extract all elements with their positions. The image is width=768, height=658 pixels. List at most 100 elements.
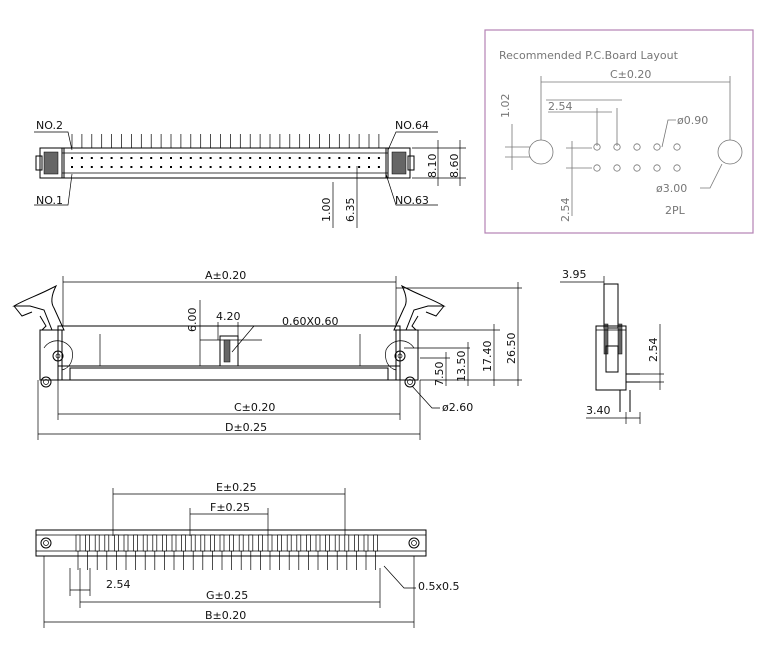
top-left-latch [35, 147, 65, 179]
top-contact [219, 157, 222, 159]
dim-8-10: 8.10 [426, 154, 439, 179]
side-view: 3.95 2.54 3.40 [560, 268, 664, 424]
bottom-pin-pad [363, 534, 369, 552]
dim-1-00: 1.00 [320, 198, 333, 223]
pcb-layout-view: Recommended P.C.Board Layout C±0.20 2.54… [484, 29, 754, 234]
top-contact [308, 166, 311, 168]
bottom-pin-pad [306, 534, 311, 552]
top-contact [120, 166, 123, 168]
side-latch [603, 283, 619, 329]
pcb-dim-2-54-side: 2.54 [559, 198, 572, 223]
pcb-hole [613, 164, 621, 172]
dim-0-60: 0.60X0.60 [282, 315, 339, 328]
top-contact [269, 157, 271, 159]
left-ejector-pivot [52, 350, 64, 362]
dim-3-40: 3.40 [586, 404, 611, 417]
bottom-pin-pad [344, 534, 350, 552]
pcb-mount-hole-right [717, 139, 743, 165]
dim-7-50: 7.50 [433, 362, 446, 387]
top-contact [189, 166, 192, 168]
bottom-view: E±0.25 F±0.25 2.54 G±0.25 B±0.20 0.5x0.5 [35, 481, 460, 628]
top-contact [239, 166, 242, 168]
top-contact [368, 166, 370, 168]
dim-a: A±0.20 [205, 269, 246, 282]
pcb-layout-title: Recommended P.C.Board Layout [499, 49, 679, 62]
top-pin-row [71, 134, 380, 148]
top-contact [298, 157, 301, 159]
bottom-pin-pad [325, 534, 330, 552]
top-contact [179, 157, 182, 159]
right-mount-hole [404, 376, 416, 388]
top-contact [209, 157, 212, 159]
top-contact [170, 157, 172, 159]
top-contact [269, 166, 271, 168]
top-contact [229, 157, 232, 159]
top-contact [249, 166, 252, 168]
pcb-hole [613, 143, 621, 151]
bottom-pin-row [75, 534, 378, 570]
bottom-pin-pad [162, 534, 167, 552]
top-contact [179, 166, 182, 168]
top-contact [278, 157, 281, 159]
dim-d: D±0.25 [225, 421, 267, 434]
top-contact [71, 157, 73, 159]
top-contact [90, 166, 93, 168]
top-contact [328, 166, 331, 168]
top-contact [110, 157, 113, 159]
top-contact [110, 166, 113, 168]
bottom-pin-pad [229, 534, 234, 552]
pcb-hole [673, 143, 681, 151]
bottom-pin-pad [133, 534, 138, 552]
pcb-dim-2-54-top: 2.54 [548, 100, 573, 113]
pcb-hole [593, 164, 601, 172]
top-contact [150, 157, 153, 159]
top-contact [140, 166, 143, 168]
top-contact [348, 166, 351, 168]
bottom-pin-pad [104, 534, 110, 552]
top-contact [90, 157, 93, 159]
label-no1: NO.1 [36, 194, 63, 207]
left-ejector-latch [12, 284, 73, 388]
dim-2-60: ø2.60 [442, 401, 473, 414]
top-contact [209, 166, 212, 168]
top-contact [298, 166, 301, 168]
bottom-pin-pad [267, 534, 273, 552]
bottom-pin-pad [315, 534, 321, 552]
pcb-hole [653, 143, 661, 151]
pcb-hole [593, 143, 601, 151]
bottom-pin-pad [142, 534, 148, 552]
top-view: NO.2 NO.1 NO.64 NO.63 8.10 8.60 1.00 6.3… [34, 119, 466, 228]
label-no63: NO.63 [395, 194, 429, 207]
top-contact [239, 157, 242, 159]
dim-6-35: 6.35 [344, 198, 357, 223]
top-contact [80, 166, 83, 168]
bottom-pin-pad [152, 534, 158, 552]
top-contact [189, 157, 192, 159]
bottom-pin-pad [85, 534, 90, 552]
pcb-dim-hole: ø0.90 [677, 114, 708, 127]
top-body [61, 147, 389, 179]
dim-2-54-bottom: 2.54 [106, 578, 131, 591]
top-contact [358, 157, 361, 159]
top-contact [288, 157, 291, 159]
right-ejector-pivot [394, 350, 406, 362]
top-contact [249, 157, 252, 159]
bottom-pin-pad [200, 534, 206, 552]
bottom-pin-pad [258, 534, 263, 552]
top-contact [80, 157, 83, 159]
top-contact [120, 157, 123, 159]
top-contact [219, 166, 222, 168]
pcb-hole [653, 164, 661, 172]
top-contact [160, 166, 163, 168]
top-contact [100, 166, 103, 168]
bottom-pin-pad [114, 534, 119, 552]
pcb-dim-1-02: 1.02 [499, 94, 512, 119]
pcb-dim-2pl: 2PL [665, 204, 686, 217]
bottom-pin-pad [296, 534, 302, 552]
top-contact [338, 157, 341, 159]
side-body [595, 325, 627, 391]
top-contact [199, 157, 202, 159]
bottom-pin-pad [123, 534, 129, 552]
dim-2-54-side: 2.54 [647, 338, 660, 363]
top-contact-grid [71, 157, 380, 168]
